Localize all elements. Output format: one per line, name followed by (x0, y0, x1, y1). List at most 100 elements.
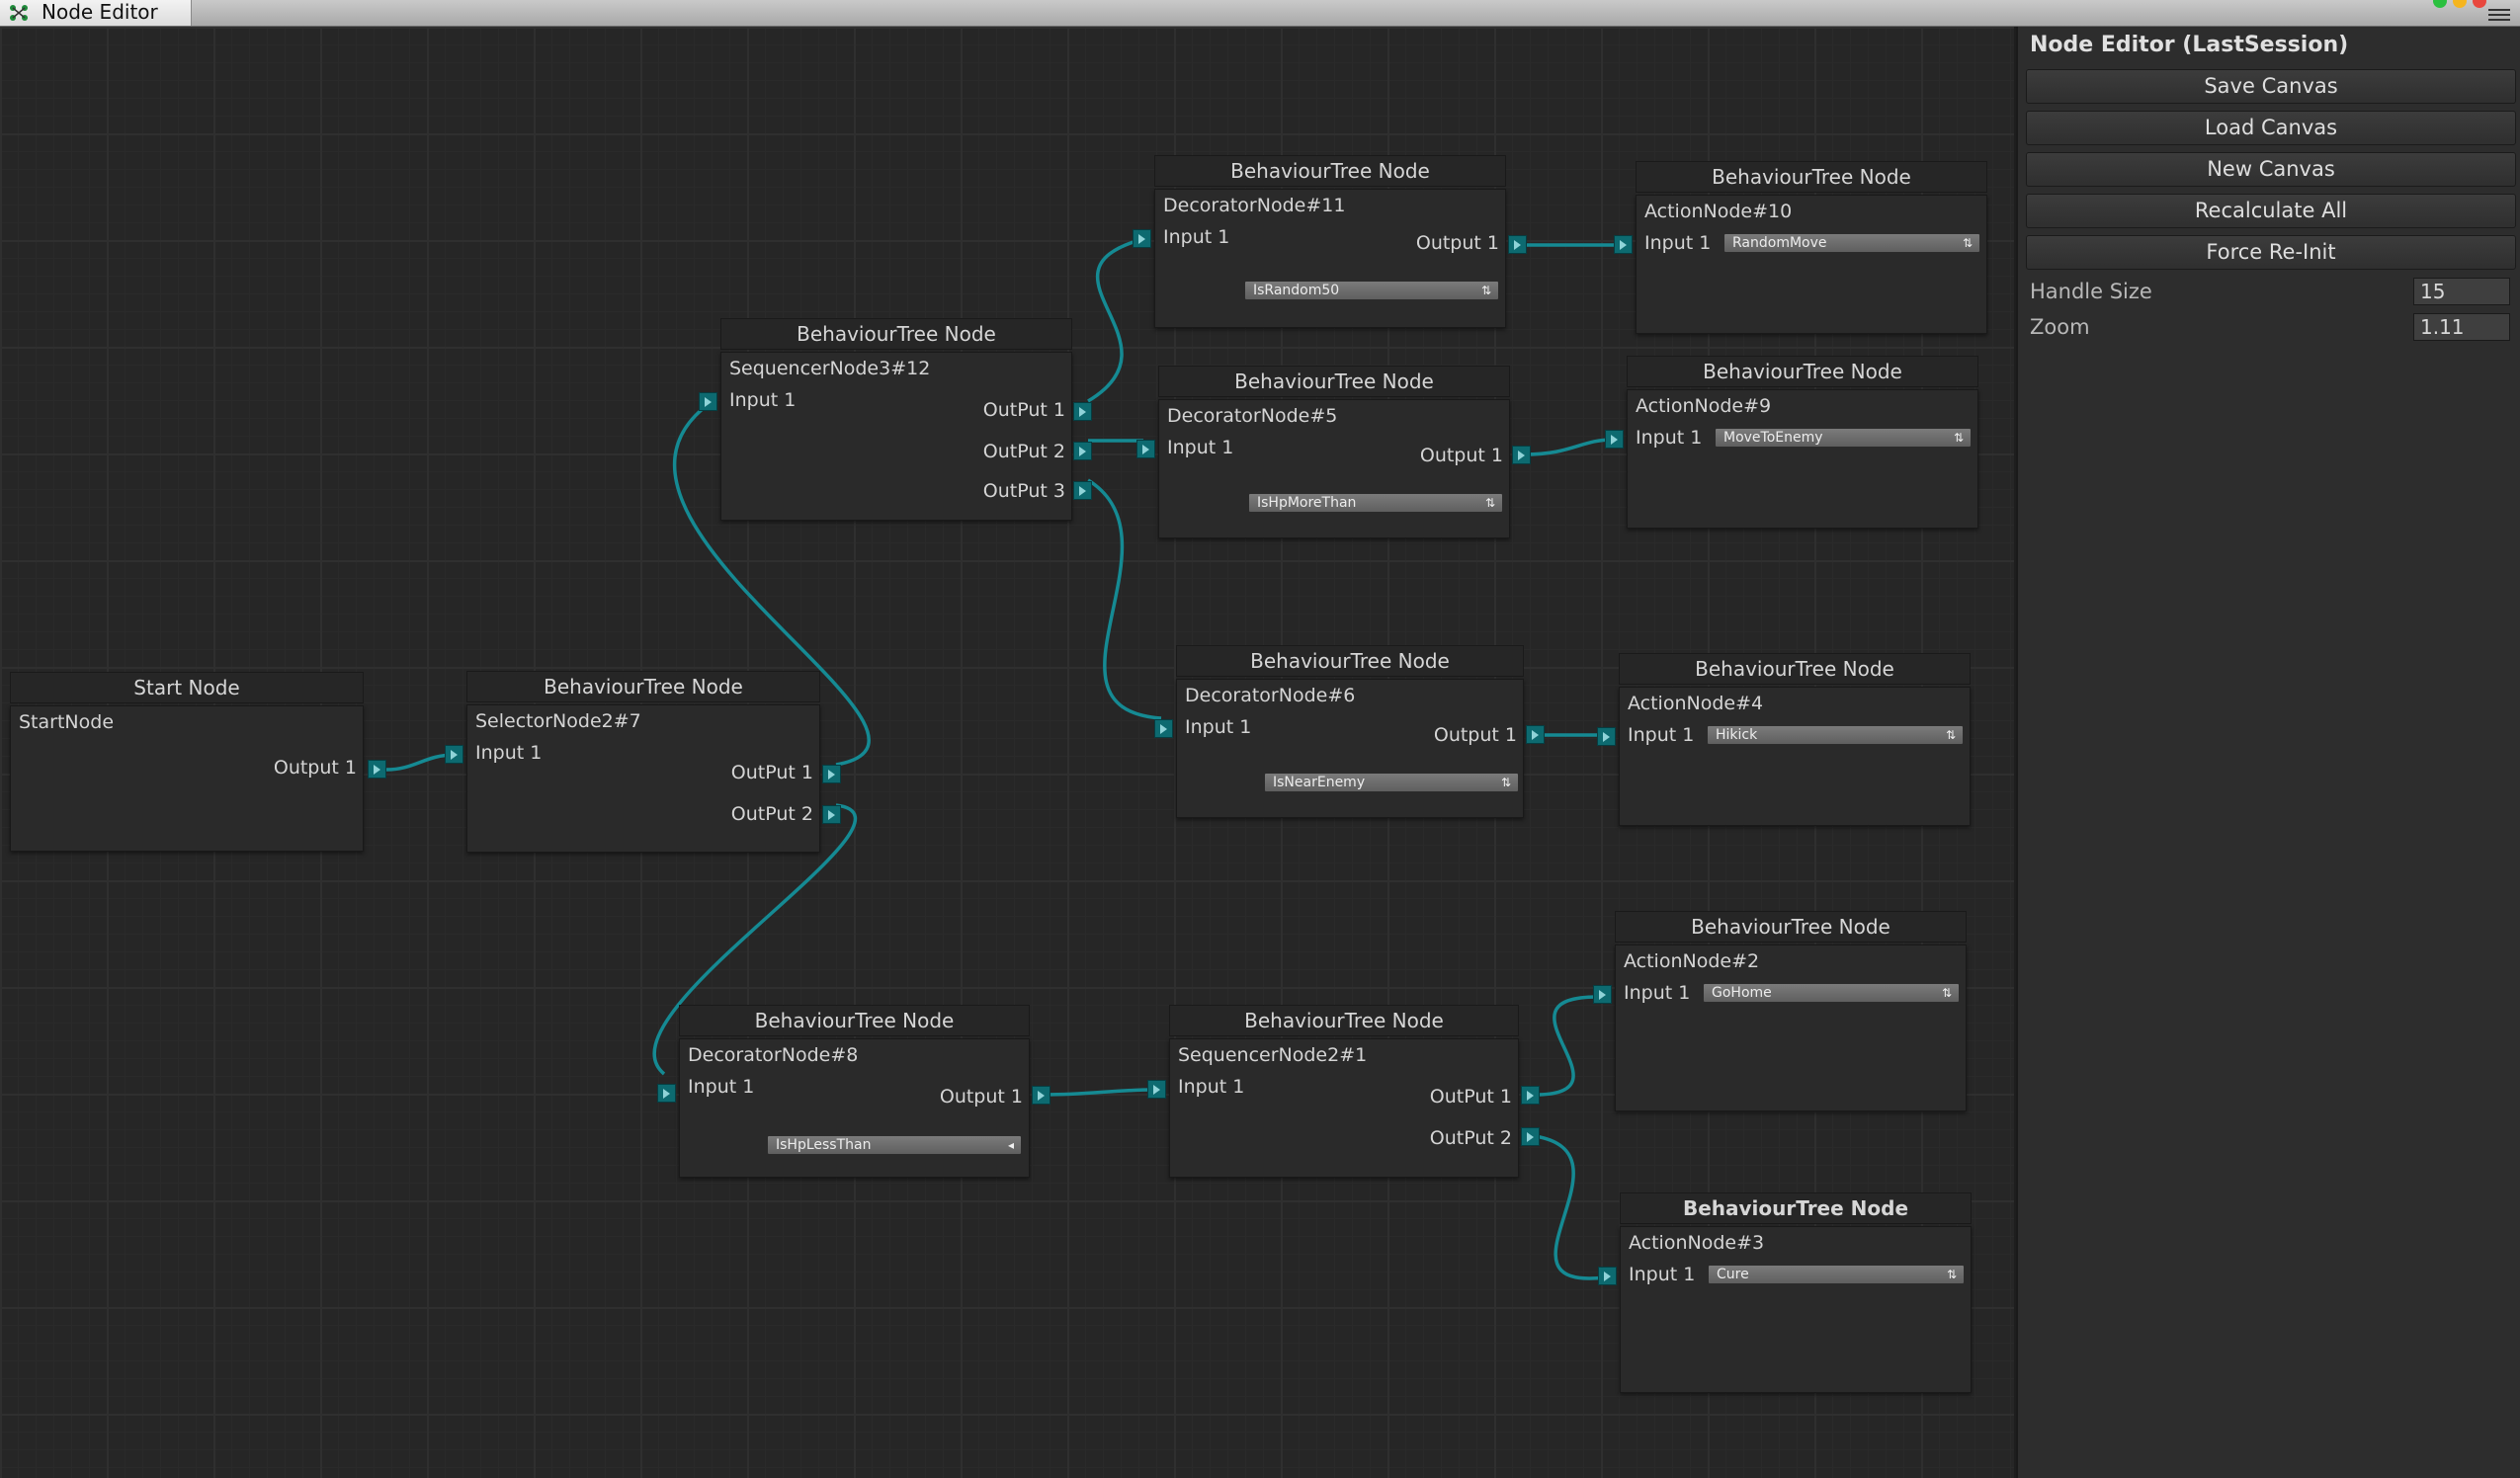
condition-dropdown[interactable]: IsRandom50 ⇅ (1244, 281, 1499, 300)
sequencer-node-12[interactable]: BehaviourTree Node SequencerNode3#12 Inp… (699, 318, 1092, 521)
action-dropdown[interactable]: MoveToEnemy ⇅ (1715, 428, 1972, 448)
input-1-knob[interactable] (1147, 1080, 1166, 1099)
node-header[interactable]: BehaviourTree Node (1636, 161, 1987, 193)
output-3-label: OutPut 3 (982, 480, 1065, 502)
input-1-knob[interactable] (1614, 235, 1633, 254)
input-1-knob[interactable] (1154, 719, 1173, 738)
node-header[interactable]: Start Node (10, 672, 364, 703)
node-header[interactable]: BehaviourTree Node (1158, 366, 1510, 397)
force-reinit-button[interactable]: Force Re-Init (2026, 235, 2516, 270)
output-2-knob[interactable] (1073, 442, 1092, 460)
zoom-field[interactable]: 1.11 (2413, 313, 2510, 341)
action-dropdown[interactable]: RandomMove ⇅ (1723, 233, 1980, 253)
action-dropdown[interactable]: GoHome ⇅ (1703, 983, 1960, 1003)
output-1-label: OutPut 1 (982, 399, 1065, 421)
action-node-4[interactable]: BehaviourTree Node ActionNode#4 Input 1 … (1597, 653, 1971, 826)
dropdown-arrow-icon: ⇅ (1500, 776, 1511, 789)
node-header[interactable]: BehaviourTree Node (1620, 1192, 1972, 1224)
node-name: SelectorNode2#7 (475, 710, 641, 732)
node-name: SequencerNode2#1 (1178, 1044, 1368, 1066)
dropdown-arrow-icon: ⇅ (1941, 986, 1952, 1000)
node-body: ActionNode#3 Input 1 Cure ⇅ (1620, 1226, 1972, 1393)
input-1-knob[interactable] (657, 1084, 676, 1103)
output-1-label: Output 1 (1415, 232, 1499, 254)
output-1-knob[interactable] (822, 765, 841, 783)
input-1-knob[interactable] (699, 392, 717, 411)
node-body: ActionNode#9 Input 1 MoveToEnemy ⇅ (1627, 389, 1978, 529)
input-1-knob[interactable] (1605, 430, 1624, 449)
sequencer-node-1[interactable]: BehaviourTree Node SequencerNode2#1 Inpu… (1147, 1005, 1540, 1178)
dropdown-value: Cure (1717, 1267, 1749, 1282)
output-1-label: Output 1 (1433, 724, 1517, 746)
minimize-button[interactable] (2453, 0, 2467, 8)
node-name: DecoratorNode#11 (1163, 195, 1346, 216)
node-header[interactable]: BehaviourTree Node (1176, 645, 1524, 677)
output-2-label: OutPut 2 (730, 803, 813, 825)
decorator-node-8[interactable]: BehaviourTree Node DecoratorNode#8 Input… (657, 1005, 1050, 1178)
condition-dropdown[interactable]: IsHpLessThan ◂ (767, 1135, 1022, 1155)
output-3-knob[interactable] (1073, 481, 1092, 500)
input-1-knob[interactable] (1593, 985, 1612, 1004)
node-header[interactable]: BehaviourTree Node (1615, 911, 1967, 943)
output-2-knob[interactable] (1521, 1127, 1540, 1146)
node-name: StartNode (19, 711, 115, 733)
action-node-9[interactable]: BehaviourTree Node ActionNode#9 Input 1 … (1605, 356, 1978, 529)
selector-node-7[interactable]: BehaviourTree Node SelectorNode2#7 Input… (445, 671, 841, 853)
output-1-knob[interactable] (368, 760, 386, 779)
input-1-knob[interactable] (445, 745, 463, 764)
node-name: SequencerNode3#12 (729, 358, 931, 379)
dropdown-arrow-icon: ⇅ (1946, 1268, 1957, 1281)
input-1-knob[interactable] (1136, 440, 1155, 458)
output-1-knob[interactable] (1032, 1086, 1050, 1105)
input-1-label: Input 1 (1185, 716, 1252, 738)
node-header[interactable]: BehaviourTree Node (466, 671, 820, 702)
node-header[interactable]: BehaviourTree Node (720, 318, 1072, 350)
recalculate-all-button[interactable]: Recalculate All (2026, 194, 2516, 228)
new-canvas-button[interactable]: New Canvas (2026, 152, 2516, 187)
node-body: ActionNode#10 Input 1 RandomMove ⇅ (1636, 195, 1987, 334)
load-canvas-button[interactable]: Load Canvas (2026, 111, 2516, 145)
node-name: DecoratorNode#6 (1185, 685, 1356, 706)
tab-title: Node Editor (42, 0, 158, 24)
output-1-label: OutPut 1 (730, 762, 813, 783)
output-1-knob[interactable] (1512, 446, 1531, 464)
start-node[interactable]: Start Node StartNode Output 1 (10, 672, 386, 852)
node-body: ActionNode#2 Input 1 GoHome ⇅ (1615, 944, 1967, 1111)
action-node-10[interactable]: BehaviourTree Node ActionNode#10 Input 1… (1614, 161, 1987, 334)
node-header[interactable]: BehaviourTree Node (1154, 155, 1506, 187)
node-name: ActionNode#3 (1629, 1232, 1765, 1254)
condition-dropdown[interactable]: IsHpMoreThan ⇅ (1248, 493, 1503, 513)
handle-size-field[interactable]: 15 (2413, 278, 2510, 305)
action-node-3[interactable]: BehaviourTree Node ActionNode#3 Input 1 … (1598, 1192, 1972, 1393)
decorator-node-6[interactable]: BehaviourTree Node DecoratorNode#6 Input… (1154, 645, 1545, 818)
output-2-label: OutPut 2 (982, 441, 1065, 462)
output-2-knob[interactable] (822, 805, 841, 824)
input-1-knob[interactable] (1597, 727, 1616, 746)
node-body: SelectorNode2#7 Input 1 OutPut 1 OutPut … (466, 704, 820, 853)
dropdown-value: IsRandom50 (1253, 283, 1340, 298)
node-header[interactable]: BehaviourTree Node (1169, 1005, 1519, 1036)
action-node-2[interactable]: BehaviourTree Node ActionNode#2 Input 1 … (1593, 911, 1967, 1111)
hamburger-menu-icon[interactable] (2488, 6, 2510, 22)
action-dropdown[interactable]: Cure ⇅ (1708, 1265, 1965, 1284)
node-header[interactable]: BehaviourTree Node (679, 1005, 1030, 1036)
decorator-node-5[interactable]: BehaviourTree Node DecoratorNode#5 Input… (1136, 366, 1531, 538)
save-canvas-button[interactable]: Save Canvas (2026, 69, 2516, 104)
node-body: SequencerNode3#12 Input 1 OutPut 1 OutPu… (720, 352, 1072, 521)
condition-dropdown[interactable]: IsNearEnemy ⇅ (1264, 773, 1519, 792)
connection-sequencer12-to-decorator11 (1087, 238, 1140, 403)
decorator-node-11[interactable]: BehaviourTree Node DecoratorNode#11 Inpu… (1133, 155, 1527, 328)
node-header[interactable]: BehaviourTree Node (1619, 653, 1971, 685)
tab-node-editor[interactable]: Node Editor (0, 0, 192, 26)
action-dropdown[interactable]: Hikick ⇅ (1707, 725, 1964, 745)
output-1-knob[interactable] (1526, 725, 1545, 744)
node-canvas[interactable]: Start Node StartNode Output 1 BehaviourT… (0, 27, 2014, 1478)
input-1-knob[interactable] (1598, 1267, 1617, 1285)
node-header[interactable]: BehaviourTree Node (1627, 356, 1978, 387)
close-button[interactable] (2473, 0, 2486, 8)
maximize-button[interactable] (2433, 0, 2447, 8)
output-1-knob[interactable] (1521, 1086, 1540, 1105)
output-1-knob[interactable] (1508, 235, 1527, 254)
input-1-knob[interactable] (1133, 229, 1151, 248)
output-1-knob[interactable] (1073, 402, 1092, 421)
